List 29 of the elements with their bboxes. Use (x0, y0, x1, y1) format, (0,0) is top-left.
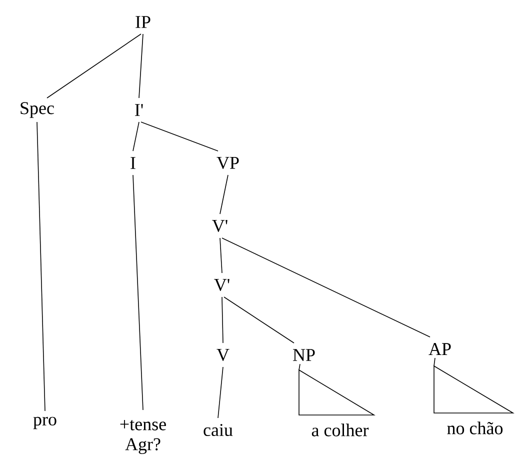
branch-line (434, 358, 436, 366)
tree-label: I' (135, 104, 143, 116)
branch-line (132, 174, 144, 410)
tree-label: V' (214, 278, 230, 292)
tree-label: NP (293, 349, 315, 361)
branch-line (224, 296, 294, 344)
tree-label: +tense Agr? (120, 420, 166, 454)
tree-label: no chão (447, 422, 503, 434)
branch-line (132, 122, 140, 152)
branch-line (218, 366, 224, 418)
tree-label: Spec (20, 102, 54, 118)
tree-label: IP (136, 16, 150, 28)
tree-label: caiu (204, 424, 233, 436)
branch-line (220, 238, 222, 274)
branch-line (138, 34, 144, 98)
tree-label: a colher (312, 424, 369, 436)
branch-line (298, 364, 300, 370)
tree-label: V' (212, 220, 228, 232)
branch-line (140, 122, 218, 152)
branch-line (36, 122, 46, 412)
tree-label: AP (428, 343, 451, 355)
tree-label: V (216, 348, 230, 362)
branch-line (222, 296, 224, 344)
tree-label: I (130, 157, 136, 169)
branch-line (222, 238, 430, 338)
tree-label: pro (33, 416, 56, 430)
branch-line (46, 34, 142, 98)
tree-label: VP (216, 156, 239, 170)
branch-line (220, 174, 228, 214)
